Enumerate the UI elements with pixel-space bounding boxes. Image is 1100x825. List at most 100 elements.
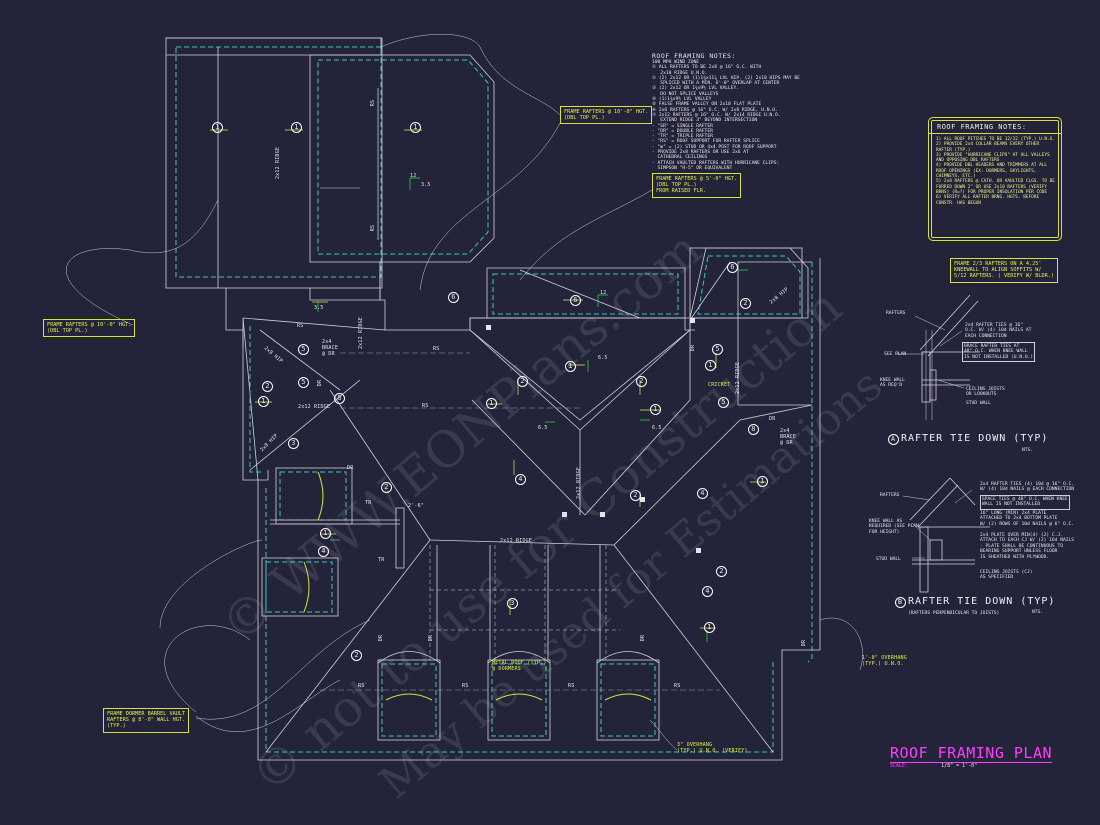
scale-note: SCALE: 1/8" = 1'-0" [890, 763, 977, 769]
dr-label: DR [640, 634, 647, 642]
tr-label: TR [378, 557, 385, 563]
rafter-tag-3: 3 [288, 438, 301, 449]
detail-a-marker: A [888, 434, 899, 445]
detail-b-ceiling: CEILING JOISTS (CJ) AS SPECIFIED [980, 570, 1033, 581]
rafter-tag-1: 1 [291, 122, 304, 133]
boxed-note-item: 5) 2x8 RAFTERS @ CATH. OR VAULTED CLGS. … [936, 179, 1055, 195]
detail-a-brace-note: BRACE RAFTER TIES AT 48" O.C. WHEN KNEE … [962, 342, 1036, 363]
ridge-label: 2x12 RIDGE [735, 361, 742, 395]
detail-a-knee-wall: KNEE WALL AS REQ'D [880, 378, 905, 389]
dr-label: DR [801, 639, 808, 647]
callout-overhang-right: 1'-0" OVERHANG (TYP.) U.N.O. [862, 655, 907, 667]
dr-label: DR [690, 344, 697, 352]
callout-frame-raised: FRAME RAFTERS @ 5'-0" HGT. (DBL TOP PL.)… [652, 173, 742, 198]
rafter-tag-2: 2 [517, 376, 530, 387]
detail-a-nts: NTS. [1022, 448, 1034, 453]
rafter-tag-5: 5 [718, 397, 731, 408]
dr-label: DR [317, 379, 324, 387]
callout-cricket: CRICKET [708, 382, 731, 388]
rafter-tag-1: 1 [212, 122, 225, 133]
pitch-value: 12 [600, 290, 607, 296]
rafter-tag-1: 1 [704, 622, 717, 633]
rafter-tag-3: 3 [507, 598, 520, 609]
ridge-label: 2x12 RIDGE [576, 466, 583, 500]
rafter-tag-2: 2 [740, 298, 753, 309]
note-line: ① ALL RAFTERS TO BE 2x8 @ 16" O.C. WITH [652, 65, 762, 71]
pitch-value: 6.5 [538, 425, 548, 431]
ridge-label: 2x12 RIDGE [358, 316, 365, 350]
note-line: 2x10 RIDGE U.N.O. [652, 70, 708, 76]
pitch-value: 6.5 [598, 355, 608, 361]
post-markers [486, 318, 701, 553]
rafter-tag-1: 1 [650, 404, 663, 415]
rafter-tag-4: 4 [702, 586, 715, 597]
detail-b-title-text: RAFTER TIE DOWN (TYP) [908, 596, 1056, 607]
note-line: - "⊠" = (2) STUD OR 4x4 POST FOR ROOF SU… [652, 144, 777, 150]
detail-a-title-text: RAFTER TIE DOWN (TYP) [901, 433, 1049, 444]
rafter-tag-6: 6 [448, 292, 461, 303]
detail-b-plate2: 2x4 PLATE OVER MIN(4) (2) C.J. ATTACH TO… [980, 533, 1075, 560]
note-line: - "TR" = TRIPLE RAFTER [652, 134, 713, 140]
rs-label: RS [462, 683, 469, 689]
note-line: - "SR" = SINGLE RAFTER [652, 123, 713, 129]
hip-valley-lines [249, 261, 813, 753]
pitch-value: 3.5 [314, 305, 324, 311]
dr-label: DR [378, 634, 385, 642]
note-line: - "DR" = DOUBLE RAFTER [652, 128, 713, 134]
note-line: DO NOT SPLICE VALLEYS [652, 91, 719, 97]
detail-a-drawing [896, 294, 980, 420]
front-dormers [377, 545, 660, 741]
boxed-note-item: 3) PROVIDE "HURRICANE CLIPS" AT ALL VALL… [936, 152, 1050, 164]
detail-b-stud: STUD WALL [876, 557, 901, 562]
detail-b-plate: 16" LONG (MIN) 2x4 PLATE ATTACHED TO 2x4… [980, 511, 1075, 527]
note-line: ③ (2) 2x12 OR 1¾x9½ LVL VALLEY. [652, 86, 740, 92]
detail-b-marker: B [895, 597, 906, 608]
callout-frame-left: FRAME RAFTERS @ 10'-0" HGT. (DBL TOP PL.… [43, 319, 136, 338]
boxed-note-item: 2) PROVIDE 2x4 COLLAR BEAMS EVERY OTHER … [936, 142, 1040, 153]
rafter-tag-2: 2 [636, 376, 649, 387]
tr-label: TR [365, 500, 372, 506]
detail-b-subtitle: (RAFTERS PERPENDICULAR TO JOISTS) [908, 611, 1000, 616]
divider [929, 133, 1061, 134]
rs-label: RS [568, 683, 575, 689]
detail-a-ceiling: CEILING JOISTS OR LOOKOUTS [966, 387, 1005, 398]
rafter-tag-2: 2 [351, 650, 364, 661]
note-line: ⑤ FALSE FRAME VALLEY ON 2x10 FLAT PLATE [652, 102, 762, 108]
rafter-tag-8: 8 [334, 393, 347, 404]
dr-label: DR [428, 634, 435, 642]
brace-label: 2x4 BRACE @ DR [322, 339, 339, 357]
boxed-note-item: 6) VERIFY ALL RAFTER BRNG. HGTS. BEFORE … [936, 195, 1040, 206]
rafter-tag-2: 2 [716, 566, 729, 577]
scale-value: 1/8" = 1'-0" [941, 763, 978, 769]
detail-b-knee-wall: KNEE WALL AS REQUIRED (SEE PLAN FOR HEIG… [869, 519, 919, 535]
rs-label: RS [674, 683, 681, 689]
rafter-tag-5: 5 [712, 344, 725, 355]
note-line: ② (2) 2x12 OR (1)1¾x11⅞ LVL HIP. (2) 2x1… [652, 75, 800, 81]
dr-label: DR [347, 465, 354, 471]
callout-kneewall: FRAME 2/3 RAFTERS ON A 4.25' KNEEWALL TO… [950, 258, 1058, 283]
rs-label: RS [358, 683, 365, 689]
callout-metal-roof: METAL ROOF (TYP.) @ DORMERS [492, 660, 547, 672]
note-line: CATHEDRAL CEILINGS [652, 155, 708, 161]
note-line: - PROVIDE 2x8 RAFTERS OR USE 2x6 AT [652, 150, 749, 156]
rafter-tag-4: 4 [515, 474, 528, 485]
rs-label: RS [433, 346, 440, 352]
detail-b-rafters: RAFTERS [880, 493, 900, 498]
detail-b-ties: 2x4 RAFTER TIES (4) 10d @ 16" O.C. W/ (4… [980, 482, 1075, 493]
rafter-tag-1: 1 [565, 361, 578, 372]
detail-b-space: SPACE TIES @ 48" O.C. WHEN KNEE WALL IS … [980, 495, 1070, 510]
rs-label: RS [297, 323, 304, 329]
detail-a-see-plan: SEE PLAN [884, 352, 907, 357]
main-roof [242, 247, 821, 761]
detail-a-rafters: RAFTERS [886, 311, 906, 316]
rafter-tag-2: 2 [262, 381, 275, 392]
rafter-tag-2: 2 [381, 482, 394, 493]
boxed-framing-notes: ROOF FRAMING NOTES: 1) ALL ROOF PITCHES … [928, 117, 1062, 241]
brace-label: 2x4 BRACE @ DR [780, 428, 797, 446]
note-line: EXTEND RIDGE 3" BEYOND INTERSECTION [652, 118, 758, 124]
rafter-tag-5: 5 [298, 344, 311, 355]
general-notes-title: ROOF FRAMING NOTES: [652, 52, 736, 60]
rs-label: RS [370, 99, 377, 107]
